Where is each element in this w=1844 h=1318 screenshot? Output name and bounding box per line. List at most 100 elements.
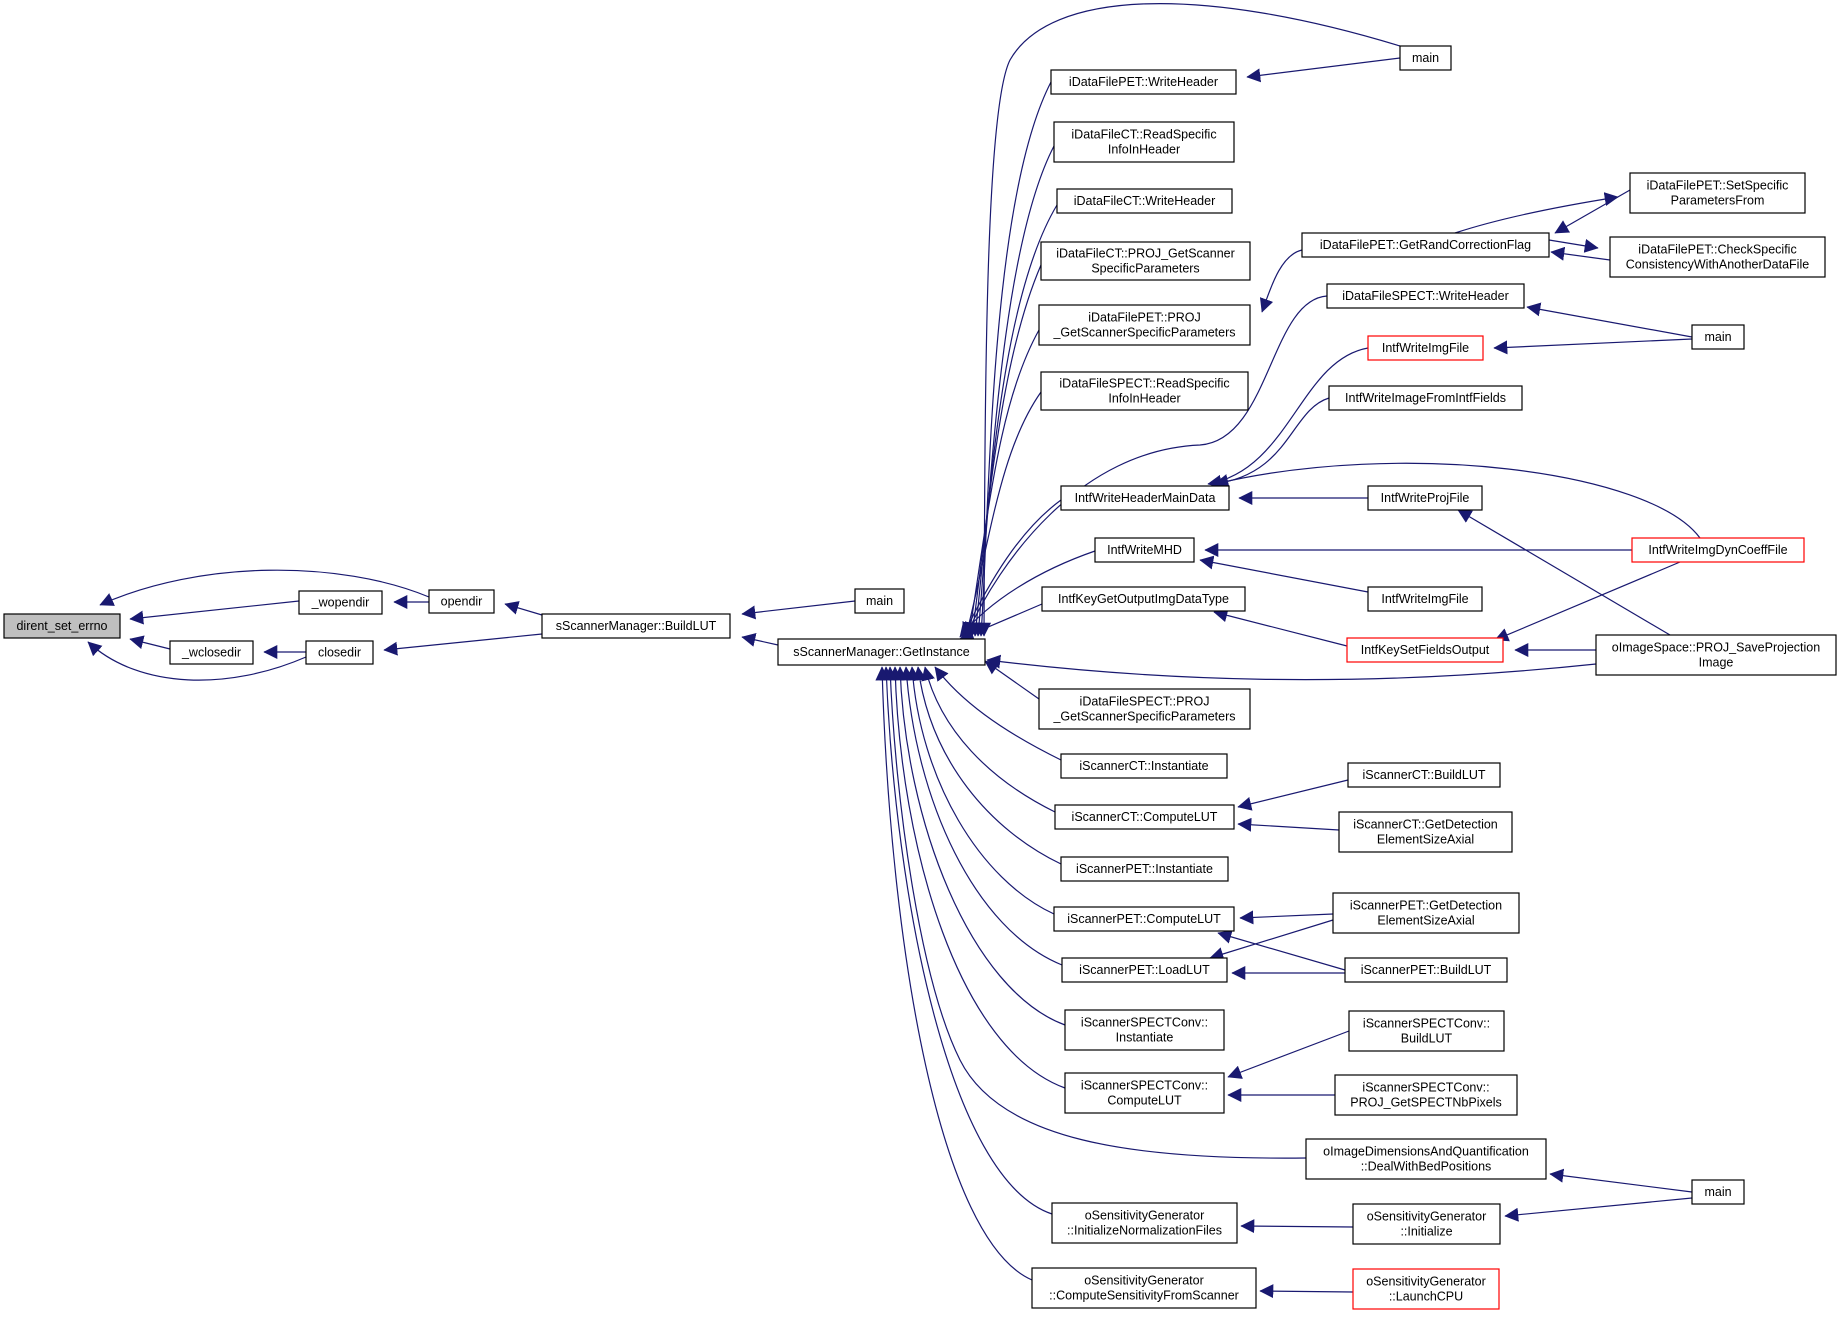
node-pet_projget[interactable]: iDataFilePET::PROJ_GetScannerSpecificPar… (1038, 304, 1251, 346)
node-label: ::Initialize (1400, 1225, 1452, 1239)
node-pet_getrand[interactable]: iDataFilePET::GetRandCorrectionFlag (1301, 232, 1550, 258)
node-opendir[interactable]: opendir (428, 589, 495, 614)
node-intf_writeimg2[interactable]: IntfWriteImgFile (1367, 586, 1483, 612)
node-label: _wclosedir (181, 646, 241, 660)
edge-pet_checkspec-to-pet_getrand (1550, 246, 1611, 261)
edge-sg_init-to-sg_initnorm (1240, 1219, 1354, 1234)
node-label: ConsistencyWithAnotherDataFile (1626, 258, 1809, 272)
node-box (1338, 811, 1513, 853)
node-box (1060, 856, 1229, 882)
node-box (298, 590, 383, 615)
node-box (1352, 1268, 1500, 1310)
node-ct_projget[interactable]: iDataFileCT::PROJ_GetScannerSpecificPara… (1040, 241, 1251, 281)
node-box (1038, 688, 1251, 730)
node-label: IntfWriteImgFile (1381, 592, 1468, 606)
node-getinstance[interactable]: sScannerManager::GetInstance (777, 638, 986, 666)
node-pet_loadlut[interactable]: iScannerPET::LoadLUT (1061, 957, 1228, 983)
node-spect_writeheader[interactable]: iDataFileSPECT::WriteHeader (1326, 283, 1525, 309)
node-main_a[interactable]: main (854, 588, 905, 614)
node-sg_initnorm[interactable]: oSensitivityGenerator::InitializeNormali… (1051, 1202, 1238, 1244)
node-wopendir[interactable]: _wopendir (298, 590, 383, 615)
edge-buildlut-to-closedir (383, 633, 543, 656)
node-label: IntfWriteHeaderMainData (1075, 491, 1216, 505)
node-box (1352, 1203, 1501, 1245)
edges-layer (87, 3, 1701, 1299)
node-root[interactable]: dirent_set_errno (3, 613, 121, 639)
node-main_c[interactable]: main (1691, 324, 1745, 350)
node-intf_keyget[interactable]: IntfKeyGetOutputImgDataType (1041, 586, 1246, 612)
node-box (1399, 45, 1452, 71)
node-pet_computelut[interactable]: iScannerPET::ComputeLUT (1053, 906, 1235, 932)
node-box (1041, 586, 1246, 612)
node-label: iScannerPET::GetDetection (1350, 899, 1502, 913)
edge-opendir-to-root (99, 569, 430, 606)
node-ct_writeheader[interactable]: iDataFileCT::WriteHeader (1056, 188, 1233, 214)
node-label: iDataFileSPECT::ReadSpecific (1059, 377, 1229, 391)
node-box (3, 613, 121, 639)
node-spect_projget[interactable]: iDataFileSPECT::PROJ_GetScannerSpecificP… (1038, 688, 1251, 730)
node-box (777, 638, 986, 666)
node-ct_buildlut[interactable]: iScannerCT::BuildLUT (1347, 762, 1501, 788)
node-intf_whmd[interactable]: IntfWriteHeaderMainData (1060, 485, 1230, 511)
node-pet_getdet[interactable]: iScannerPET::GetDetectionElementSizeAxia… (1332, 892, 1520, 934)
node-intf_wifromintf[interactable]: IntfWriteImageFromIntfFields (1328, 385, 1523, 411)
node-pet_checkspec[interactable]: iDataFilePET::CheckSpecificConsistencyWi… (1609, 236, 1826, 278)
edge-main_b-to-pet_writeheader (1246, 57, 1401, 83)
node-main_b[interactable]: main (1399, 45, 1452, 71)
node-sg_launch[interactable]: oSensitivityGenerator::LaunchCPU (1352, 1268, 1500, 1310)
edge-getinstance-to-buildlut (741, 633, 779, 647)
edge-ct_writeheader-to-getinstance (969, 204, 1058, 637)
node-label: sScannerManager::GetInstance (793, 645, 970, 659)
node-label: _wopendir (311, 596, 370, 610)
node-spectc_computelut[interactable]: iScannerSPECTConv::ComputeLUT (1064, 1072, 1225, 1114)
node-label: oSensitivityGenerator (1084, 1274, 1204, 1288)
node-label: IntfWriteImgFile (1382, 341, 1469, 355)
node-box (1064, 1009, 1225, 1051)
node-sg_init[interactable]: oSensitivityGenerator::Initialize (1352, 1203, 1501, 1245)
edge-pet_setspec-to-pet_getrand (1554, 189, 1631, 234)
node-box (1691, 1179, 1745, 1205)
node-buildlut[interactable]: sScannerManager::BuildLUT (541, 613, 731, 639)
node-spectc_projget[interactable]: iScannerSPECTConv::PROJ_GetSPECTNbPixels (1334, 1074, 1518, 1116)
node-box (1367, 485, 1483, 511)
node-intf_writeproj[interactable]: IntfWriteProjFile (1367, 485, 1483, 511)
node-ct_computelut[interactable]: iScannerCT::ComputeLUT (1054, 804, 1235, 830)
node-label: ParametersFrom (1671, 194, 1765, 208)
node-intf_keyset[interactable]: IntfKeySetFieldsOutput (1346, 637, 1504, 663)
node-box (1348, 1010, 1505, 1052)
node-closedir[interactable]: closedir (305, 640, 374, 665)
node-box (1031, 1267, 1257, 1309)
edge-intf_whmd-to-getinstance (962, 499, 1062, 637)
node-label: iScannerSPECTConv:: (1081, 1079, 1208, 1093)
node-pet_writeheader[interactable]: iDataFilePET::WriteHeader (1050, 69, 1237, 95)
node-pet_buildlut[interactable]: iScannerPET::BuildLUT (1344, 957, 1508, 983)
node-wclosedir[interactable]: _wclosedir (169, 640, 254, 665)
node-spectc_inst[interactable]: iScannerSPECTConv::Instantiate (1064, 1009, 1225, 1051)
node-label: ComputeLUT (1107, 1094, 1182, 1108)
node-sg_computesens[interactable]: oSensitivityGenerator::ComputeSensitivit… (1031, 1267, 1257, 1309)
node-intf_writeimg_red[interactable]: IntfWriteImgFile (1367, 335, 1484, 361)
node-ct_inst[interactable]: iScannerCT::Instantiate (1060, 753, 1228, 779)
node-label: IntfKeySetFieldsOutput (1361, 643, 1490, 657)
node-label: iScannerCT::ComputeLUT (1072, 810, 1218, 824)
node-pet_inst[interactable]: iScannerPET::Instantiate (1060, 856, 1229, 882)
node-spectc_buildlut[interactable]: iScannerSPECTConv::BuildLUT (1348, 1010, 1505, 1052)
node-box (854, 588, 905, 614)
node-intf_wimgdyn[interactable]: IntfWriteImgDynCoeffFile (1631, 537, 1805, 563)
node-intf_wmhd[interactable]: IntfWriteMHD (1094, 537, 1195, 563)
node-label: opendir (441, 595, 483, 609)
edge-pet_inst-to-getinstance (912, 666, 1062, 865)
node-main_d[interactable]: main (1691, 1179, 1745, 1205)
node-label: iDataFileCT::PROJ_GetScanner (1056, 247, 1235, 261)
edge-ct_inst-to-getinstance (934, 666, 1062, 761)
edge-pet_buildlut-to-pet_computelut (1217, 929, 1346, 971)
node-box (1347, 762, 1501, 788)
node-dealbed[interactable]: oImageDimensionsAndQuantification::DealW… (1305, 1138, 1547, 1180)
node-label: dirent_set_errno (16, 619, 107, 633)
